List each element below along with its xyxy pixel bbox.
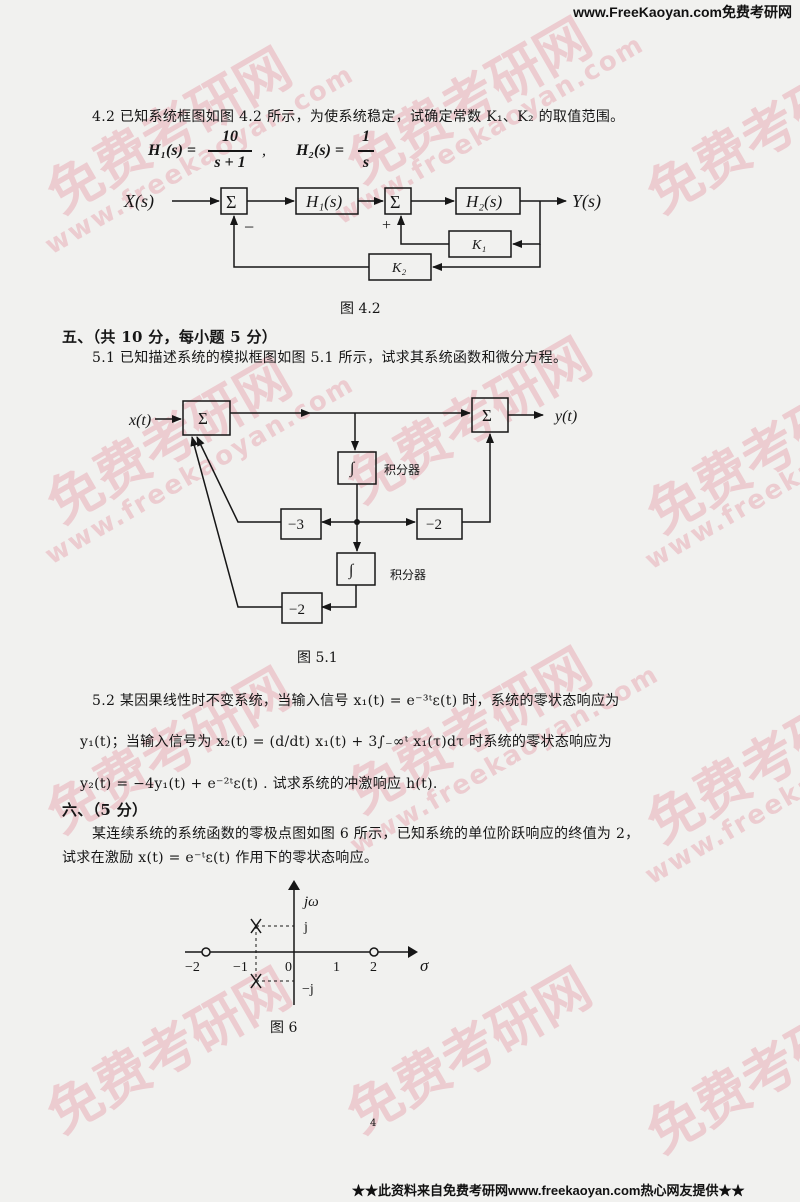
pole-marker-upper	[250, 918, 262, 934]
minus-sign: −	[244, 217, 254, 237]
zero-marker-neg2	[201, 947, 211, 957]
tick-minus-1: −1	[233, 960, 248, 975]
h2-denominator: s	[362, 154, 370, 171]
tick-0: 0	[285, 960, 292, 975]
site-header: www.FreeKaoyan.com免费考研网	[573, 4, 792, 20]
gain-minus2-bottom-label: −2	[289, 602, 305, 618]
h2-fraction-bar	[358, 150, 374, 152]
h1-numerator: 10	[222, 128, 238, 145]
branch-node	[354, 519, 360, 525]
tick-minus-2: −2	[185, 960, 200, 975]
y-t-label: y(t)	[553, 408, 577, 425]
sum2-symbol: Σ	[390, 192, 400, 212]
h1-block-label: H₁(s)	[305, 192, 342, 211]
tick-2: 2	[370, 960, 377, 975]
tick-1: 1	[333, 960, 340, 975]
integrator-1-caption: 积分器	[384, 463, 421, 477]
h1-fraction-bar	[208, 150, 252, 152]
tick-minus-j: −j	[302, 982, 314, 997]
gain-minus3-block	[280, 508, 322, 540]
sum-input-block	[182, 400, 231, 436]
question-5-2-line-3: y₂(t) = −4y₁(t) + e⁻²ᵗε(t) . 试求系统的冲激响应 h…	[80, 776, 438, 792]
page-number: 4	[370, 1118, 377, 1129]
pole-marker-lower	[250, 973, 262, 989]
section-6-heading: 六、（5 分）	[62, 801, 148, 819]
gain-minus2-bottom-block	[281, 592, 323, 624]
comma: ,	[262, 142, 266, 159]
section-5-heading: 五、（共 10 分，每小题 5 分）	[62, 328, 278, 346]
jw-label: jω	[302, 894, 319, 910]
figure-6-caption: 图 6	[270, 1020, 298, 1036]
gain-minus2-top-label: −2	[426, 517, 442, 533]
k1-label: K₁	[471, 238, 486, 253]
site-footer: ★★此资料来自免费考研网www.freekaoyan.com热心网友提供★★	[352, 1183, 745, 1198]
sigma-label: σ	[420, 956, 429, 975]
h2-label: H₂(s) =	[296, 142, 345, 159]
sum1-symbol: Σ	[226, 192, 236, 212]
h1-label: H₁(s) =	[148, 142, 197, 159]
plus-sign: +	[382, 217, 391, 234]
gain-minus3-label: −3	[288, 517, 304, 533]
k2-label: K₂	[391, 261, 406, 276]
sum-input-symbol: Σ	[198, 409, 208, 428]
question-6-line-2: 试求在激励 x(t) = e⁻ᵗε(t) 作用下的零状态响应。	[62, 850, 379, 866]
integrator-1-symbol: ∫	[349, 460, 356, 478]
h2-block-label: H₂(s)	[465, 192, 502, 211]
tick-j: j	[303, 920, 308, 935]
question-5-2-line-1: 5.2 某因果线性时不变系统，当输入信号 x₁(t) = e⁻³ᵗε(t) 时，…	[92, 693, 620, 709]
question-5-2-line-2: y₁(t)；当输入信号为 x₂(t) = (d/dt) x₁(t) + 3∫₋∞…	[80, 734, 613, 750]
figure-4-2-caption: 图 4.2	[340, 301, 381, 317]
gain-minus2-top-block	[416, 508, 463, 540]
integrator-2-symbol: ∫	[348, 562, 355, 580]
h2-numerator: 1	[362, 128, 370, 145]
x-s-label: X(s)	[123, 191, 154, 212]
y-s-label: Y(s)	[572, 191, 601, 212]
figure-5-1-caption: 图 5.1	[297, 650, 338, 666]
question-5-1-text: 5.1 已知描述系统的模拟框图如图 5.1 所示，试求其系统函数和微分方程。	[92, 350, 568, 366]
integrator-2-caption: 积分器	[390, 568, 427, 582]
x-t-label: x(t)	[128, 412, 151, 429]
question-4-2-text: 4.2 已知系统框图如图 4.2 所示，为使系统稳定，试确定常数 K₁、K₂ 的…	[92, 109, 625, 125]
h1-denominator: s + 1	[214, 154, 246, 171]
zero-marker-pos2	[369, 947, 379, 957]
sum-output-symbol: Σ	[482, 406, 492, 425]
question-6-line-1: 某连续系统的系统函数的零极点图如图 6 所示，已知系统的单位阶跃响应的终值为 2…	[92, 826, 640, 842]
